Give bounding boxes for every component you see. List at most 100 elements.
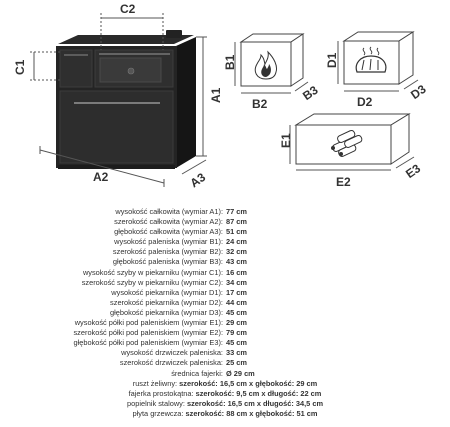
spec-label: wysokość szyby w piekarniku (wymiar C1): bbox=[82, 267, 223, 277]
spec-w-label: szerokość: bbox=[185, 408, 225, 418]
spec-label: popielnik stalowy: bbox=[126, 398, 185, 408]
spec-value: 16 cm bbox=[226, 267, 247, 277]
flame-icon bbox=[254, 50, 277, 80]
spec-row: szerokość piekarnika (wymiar D2):44 cm bbox=[0, 298, 450, 308]
spec-w-value: 16,5 cm x bbox=[227, 398, 261, 408]
a2-dimension: A2 bbox=[39, 146, 165, 187]
spec-w-value: 16,5 cm x bbox=[219, 378, 254, 388]
oven-diagram: D1 D2 D3 bbox=[325, 31, 429, 109]
spec-label: szerokość półki pod paleniskiem (wymiar … bbox=[73, 328, 223, 338]
spec-d-label: długość: bbox=[263, 398, 294, 408]
spec-value: 34 cm bbox=[226, 277, 247, 287]
spec-label: wysokość półki pod paleniskiem (wymiar E… bbox=[74, 318, 223, 328]
firebox-diagram: B1 B2 B3 bbox=[223, 33, 321, 111]
spec-label: szerokość szyby w piekarniku (wymiar C2)… bbox=[81, 277, 223, 287]
b2-label: B2 bbox=[252, 97, 268, 111]
a3-dimension: A3 bbox=[181, 159, 208, 190]
spec-value: 87 cm bbox=[226, 217, 247, 227]
spec-w-value: 88 cm x bbox=[226, 408, 254, 418]
spec-label: szerokość piekarnika (wymiar D2): bbox=[110, 297, 223, 307]
spec-label: szerokość całkowita (wymiar A2): bbox=[114, 217, 223, 227]
spec-row-mixed: ruszt żeliwny: szerokość: 16,5 cm x głęb… bbox=[0, 379, 450, 389]
e2-label: E2 bbox=[336, 175, 351, 189]
spec-d-label: głębokość: bbox=[255, 378, 295, 388]
spec-row: szerokość całkowita (wymiar A2):87 cm bbox=[0, 217, 450, 227]
d1-label: D1 bbox=[325, 52, 339, 68]
e1-label: E1 bbox=[279, 133, 293, 148]
spec-label: płyta grzewcza: bbox=[132, 408, 184, 418]
spec-value: 77 cm bbox=[226, 207, 247, 216]
a1-label: A1 bbox=[209, 87, 223, 103]
c1-label: C1 bbox=[13, 59, 27, 75]
dimensions-diagram: C2 C1 A1 A2 A3 B1 bbox=[13, 2, 429, 190]
spec-row: głębokość półki pod paleniskiem (wymiar … bbox=[0, 338, 450, 348]
spec-row: szerokość paleniska (wymiar B2):32 cm bbox=[0, 247, 450, 257]
spec-label: szerokość drzwiczek paleniska: bbox=[119, 358, 223, 368]
spec-label: fajerka prostokątna: bbox=[128, 388, 194, 398]
spec-value: 43 cm bbox=[226, 257, 247, 267]
spec-d-value: 22 cm bbox=[300, 388, 322, 398]
spec-label: głębokość paleniska (wymiar B3): bbox=[112, 257, 223, 267]
stove-illustration bbox=[56, 30, 196, 169]
spec-value: Ø 29 cm bbox=[226, 368, 255, 378]
c2-label: C2 bbox=[120, 2, 136, 16]
spec-label: wysokość całkowita (wymiar A1): bbox=[115, 207, 223, 216]
shelf-diagram: E1 E2 E3 bbox=[279, 113, 423, 189]
spec-value: 79 cm bbox=[226, 328, 247, 338]
spec-label: wysokość drzwiczek paleniska: bbox=[121, 348, 223, 358]
c1-dimension: C1 bbox=[13, 51, 60, 81]
spec-row: wysokość drzwiczek paleniska:33 cm bbox=[0, 348, 450, 358]
spec-d-value: 34,5 cm bbox=[295, 398, 324, 408]
spec-value: 44 cm bbox=[226, 297, 247, 307]
spec-label: głębokość całkowita (wymiar A3): bbox=[114, 227, 223, 237]
spec-label: wysokość paleniska (wymiar B1): bbox=[114, 237, 223, 247]
spec-value: 29 cm bbox=[226, 318, 247, 328]
spec-label: ruszt żeliwny: bbox=[132, 378, 178, 388]
spec-label: średnica fajerki: bbox=[171, 368, 223, 378]
spec-label: wysokość piekarnika (wymiar D1): bbox=[111, 287, 223, 297]
firewood-icon bbox=[331, 129, 363, 157]
spec-w-label: szerokość: bbox=[179, 378, 218, 388]
spec-label: szerokość paleniska (wymiar B2): bbox=[112, 247, 223, 257]
spec-d-value: 29 cm bbox=[296, 378, 318, 388]
spec-row: wysokość szyby w piekarniku (wymiar C1):… bbox=[0, 268, 450, 278]
spec-row-mixed: płyta grzewcza: szerokość: 88 cm x głębo… bbox=[0, 409, 450, 419]
spec-value: 45 cm bbox=[226, 338, 247, 348]
spec-w-value: 9,5 cm x bbox=[236, 388, 266, 398]
spec-value: 51 cm bbox=[226, 227, 247, 237]
spec-row: głębokość paleniska (wymiar B3):43 cm bbox=[0, 257, 450, 267]
e3-label: E3 bbox=[403, 161, 423, 181]
spec-row: wysokość całkowita (wymiar A1):77 cm bbox=[0, 207, 450, 217]
spec-value: 32 cm bbox=[226, 247, 247, 257]
spec-d-value: 51 cm bbox=[296, 408, 318, 418]
spec-w-label: szerokość: bbox=[195, 388, 235, 398]
d2-label: D2 bbox=[357, 95, 373, 109]
spec-row: szerokość półki pod paleniskiem (wymiar … bbox=[0, 328, 450, 338]
bread-icon bbox=[355, 46, 387, 73]
spec-value: 45 cm bbox=[226, 307, 247, 317]
spec-row: wysokość paleniska (wymiar B1):24 cm bbox=[0, 237, 450, 247]
a2-label: A2 bbox=[93, 170, 109, 184]
c2-dimension: C2 bbox=[100, 2, 164, 50]
spec-row: wysokość półki pod paleniskiem (wymiar E… bbox=[0, 318, 450, 328]
spec-row: głębokość piekarnika (wymiar D3):45 cm bbox=[0, 308, 450, 318]
spec-row-mixed: fajerka prostokątna: szerokość: 9,5 cm x… bbox=[0, 389, 450, 399]
spec-row: wysokość piekarnika (wymiar D1):17 cm bbox=[0, 288, 450, 298]
spec-d-label: głębokość: bbox=[255, 408, 295, 418]
spec-value: 24 cm bbox=[226, 237, 247, 247]
a1-dimension: A1 bbox=[196, 36, 223, 157]
a3-label: A3 bbox=[187, 170, 208, 190]
spec-d-label: długość: bbox=[267, 388, 299, 398]
spec-row-mixed: popielnik stalowy: szerokość: 16,5 cm x … bbox=[0, 399, 450, 409]
b1-label: B1 bbox=[223, 54, 237, 70]
spec-label: głębokość półki pod paleniskiem (wymiar … bbox=[73, 338, 223, 348]
spec-label: głębokość piekarnika (wymiar D3): bbox=[110, 307, 223, 317]
spec-value: 33 cm bbox=[226, 348, 247, 358]
spec-value: 17 cm bbox=[226, 287, 247, 297]
spec-row: głębokość całkowita (wymiar A3):51 cm bbox=[0, 227, 450, 237]
spec-row: średnica fajerki:Ø 29 cm bbox=[0, 369, 450, 379]
spec-row: szerokość drzwiczek paleniska:25 cm bbox=[0, 358, 450, 368]
spec-value: 25 cm bbox=[226, 358, 247, 368]
spec-w-label: szerokość: bbox=[186, 398, 226, 408]
